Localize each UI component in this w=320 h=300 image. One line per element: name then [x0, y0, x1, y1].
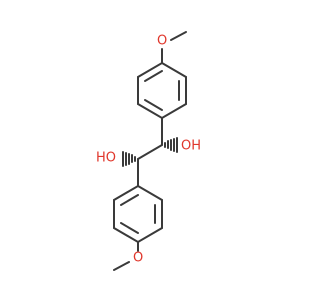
hashed-bond-right-hydroxyl	[164, 137, 178, 153]
bond-central-carbons	[137, 144, 163, 160]
bottom-ring-double-bond-1	[120, 194, 139, 206]
bond-top-methyl	[170, 31, 187, 41]
bottom-benzene-ring	[113, 184, 163, 244]
top-ring-double-bond-3	[144, 99, 163, 111]
methoxy-top-oxygen-label: O	[157, 34, 167, 49]
bottom-ring-double-bond-3	[120, 222, 139, 234]
methoxy-bottom-oxygen-label: O	[133, 251, 143, 266]
hashed-bond-left-hydroxyl	[122, 151, 136, 167]
bond-bottom-methyl	[113, 261, 130, 271]
hydroxyl-left-label: HO	[96, 151, 116, 166]
hydroxyl-right-label: OH	[181, 139, 201, 154]
top-ring-double-bond-1	[144, 70, 163, 82]
top-benzene-ring	[137, 61, 187, 120]
structure-diagram: O OH HO O	[96, 31, 201, 271]
